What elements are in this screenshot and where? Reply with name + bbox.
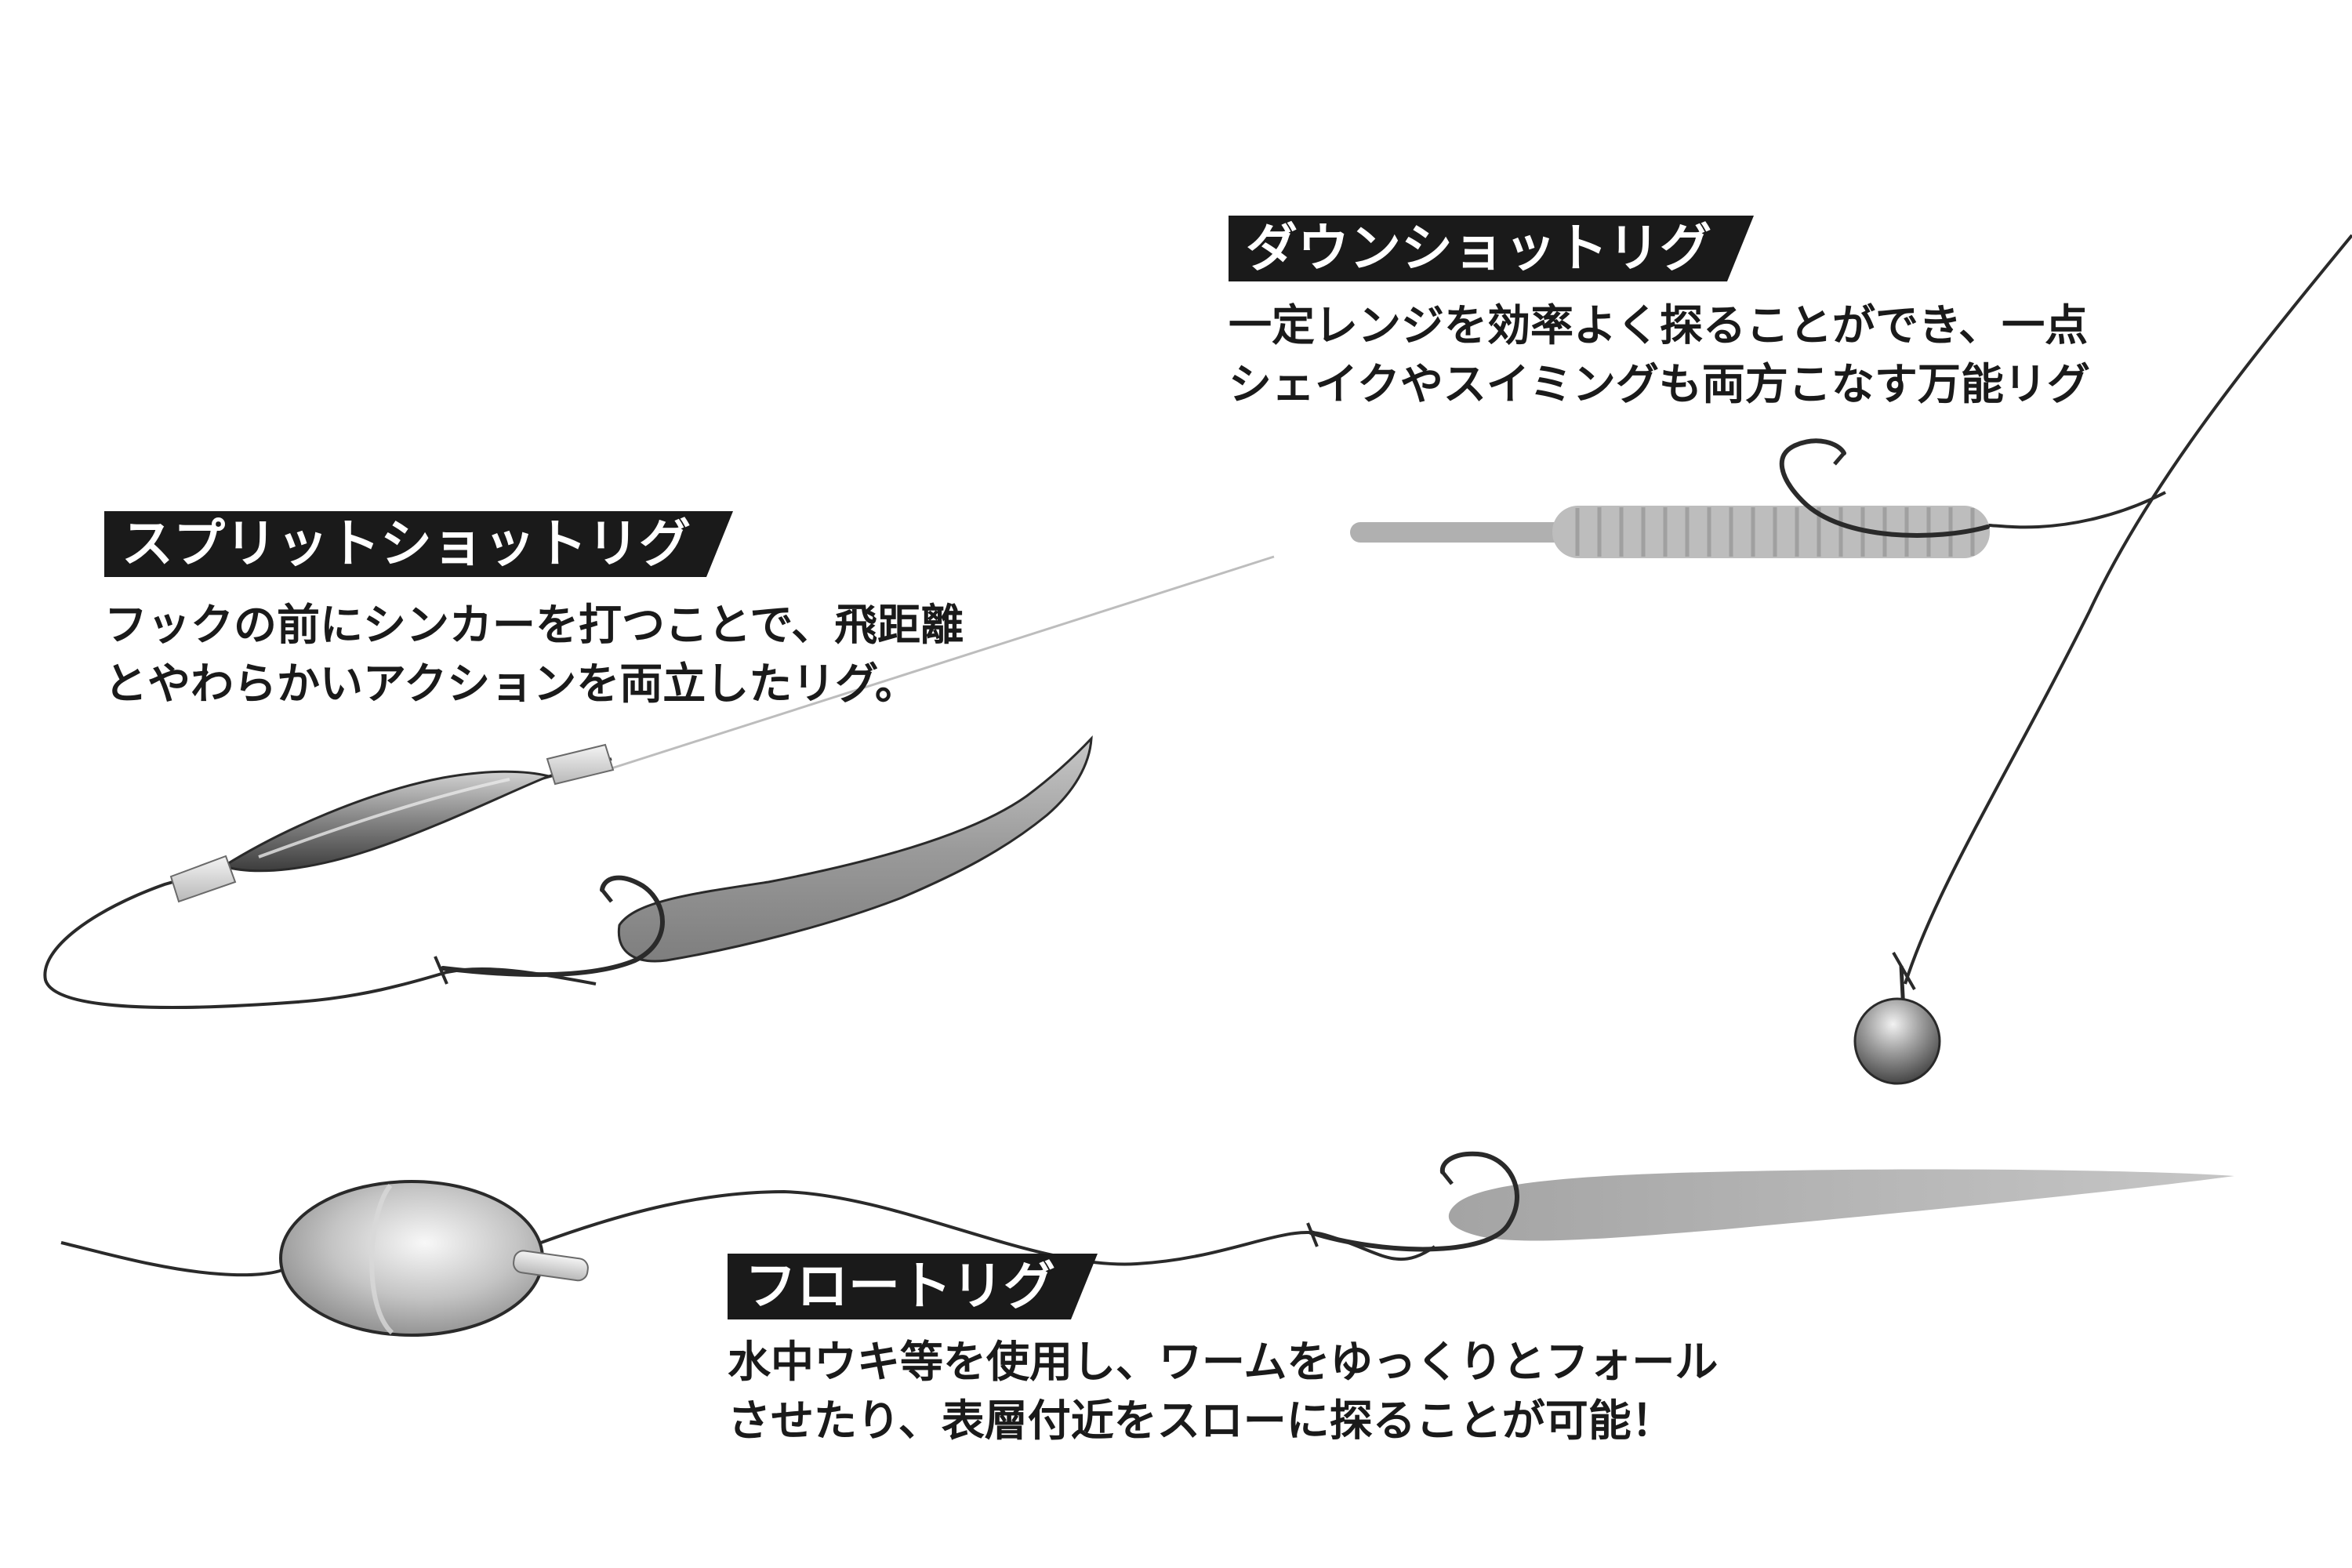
float-line-right — [540, 1189, 1436, 1266]
split-shot-tube-right — [546, 743, 615, 786]
split-shot-rig-description: フックの前にシンカーを打つことで、飛距離 とやわらかいアクションを両立したリグ。 — [104, 596, 964, 713]
split-shot-rig-title: スプリットショットリグ — [104, 511, 733, 577]
split-shot-sinker — [220, 770, 553, 873]
downshot-desc-line-1: 一定レンジを効率よく探ることができ、一点 — [1229, 300, 2089, 350]
split-shot-desc-line-2: とやわらかいアクションを両立したリグ。 — [104, 659, 918, 709]
downshot-ball-sinker — [1853, 997, 1941, 1085]
downshot-main-line — [1904, 234, 2352, 985]
downshot-rig-description: 一定レンジを効率よく探ることができ、一点 シェイクやスイミングも両方こなす万能リ… — [1229, 296, 2090, 414]
split-shot-hook — [441, 875, 665, 978]
float-rig-description: 水中ウキ等を使用し、ワームをゆっくりとフォール させたり、表層付近をスローに探る… — [728, 1333, 1718, 1450]
float-rig-title: フロートリグ — [728, 1254, 1098, 1319]
downshot-rig-title: ダウンショットリグ — [1229, 216, 1754, 281]
split-shot-main-line — [43, 757, 612, 1009]
float-line-left — [60, 1241, 287, 1277]
downshot-rig — [1350, 234, 2352, 1085]
split-shot-worm — [617, 735, 1093, 963]
split-shot-rig — [43, 555, 1275, 1009]
downshot-worm — [1350, 506, 1990, 558]
float-desc-line-2: させたり、表層付近をスローに探ることが可能！ — [728, 1396, 1675, 1446]
float-tube — [513, 1250, 589, 1282]
float-hook — [1308, 1151, 1519, 1252]
downshot-desc-line-2: シェイクやスイミングも両方こなす万能リグ — [1229, 359, 2090, 409]
downshot-leader-line — [1975, 491, 2166, 529]
float-desc-line-1: 水中ウキ等を使用し、ワームをゆっくりとフォール — [728, 1337, 1719, 1387]
split-shot-faint-line — [611, 555, 1275, 770]
float-worm — [1448, 1169, 2234, 1241]
split-shot-desc-line-1: フックの前にシンカーを打つことで、飛距離 — [104, 600, 964, 650]
downshot-hook — [1779, 438, 1990, 538]
split-shot-tube-left — [169, 855, 237, 903]
float-body — [279, 1180, 544, 1337]
float-rig — [60, 1151, 2234, 1337]
